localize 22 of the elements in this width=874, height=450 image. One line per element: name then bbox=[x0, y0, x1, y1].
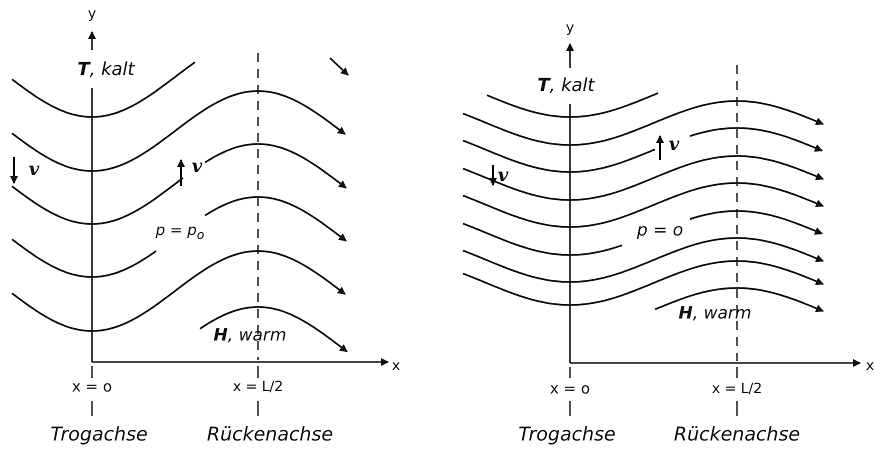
velocity-label: v bbox=[668, 136, 680, 154]
region-label: T, kalt bbox=[537, 77, 595, 95]
axis-label: y bbox=[566, 21, 574, 35]
axis-name-label: Trogachse bbox=[50, 426, 148, 444]
axis-value-label: x = o bbox=[72, 380, 112, 394]
isobar-label: p = o bbox=[636, 222, 684, 240]
region-label: H, warm bbox=[214, 328, 286, 344]
velocity-label: v bbox=[192, 158, 202, 176]
velocity-label: v bbox=[498, 167, 508, 185]
axis-label: x bbox=[392, 359, 400, 373]
axis-name-label: Rückenachse bbox=[206, 426, 334, 444]
velocity-label: v bbox=[28, 161, 40, 179]
region-label: H, warm bbox=[678, 306, 752, 322]
axis-value-label: x = L/2 bbox=[232, 380, 284, 394]
axis-name-label: Trogachse bbox=[518, 426, 616, 444]
axis-label: y bbox=[88, 7, 96, 21]
region-label: T, kalt bbox=[77, 61, 135, 79]
isobar-label: p = p$_{o}$ bbox=[156, 222, 204, 242]
axis-label: x bbox=[866, 359, 874, 373]
axis-value-label: x = o bbox=[550, 382, 590, 396]
axis-value-label: x = L/2 bbox=[712, 382, 762, 396]
axis-name-label: Rückenachse bbox=[674, 426, 800, 444]
